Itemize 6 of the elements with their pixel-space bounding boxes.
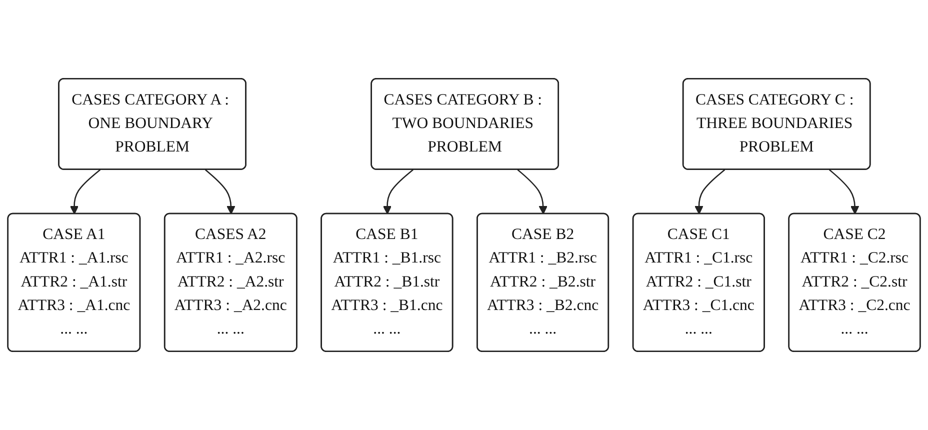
- arrow: [204, 169, 236, 214]
- arrow: [382, 169, 414, 214]
- arrow: [517, 169, 548, 214]
- arrow: [70, 169, 101, 214]
- arrow: [828, 169, 860, 214]
- arrow: [694, 169, 726, 214]
